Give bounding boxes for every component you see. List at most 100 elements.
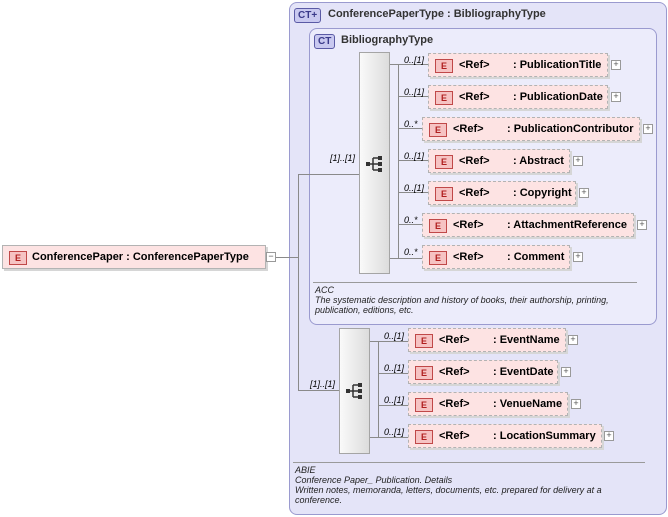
element-cardinality: 0..[1]	[384, 427, 405, 437]
expand-icon[interactable]: +	[579, 188, 589, 198]
sequence-icon	[366, 156, 382, 172]
collapse-icon[interactable]: −	[266, 252, 276, 262]
element-name: : VenueName	[493, 398, 563, 410]
inner-sequence-compositor[interactable]	[359, 52, 390, 274]
element-icon: E	[435, 155, 453, 169]
outer-fan-branch	[378, 405, 408, 406]
expand-icon[interactable]: +	[573, 156, 583, 166]
ref-element-location-summary[interactable]: E <Ref> : LocationSummary	[408, 424, 602, 448]
outer-type-title: ConferencePaperType : BibliographyType	[328, 8, 546, 20]
root-element-conference-paper[interactable]: E ConferencePaper : ConferencePaperType	[2, 245, 266, 269]
inner-sequence-fan	[398, 64, 399, 258]
inner-fan-branch	[398, 160, 428, 161]
element-icon: E	[435, 91, 453, 105]
element-icon: E	[9, 251, 27, 265]
expand-icon[interactable]: +	[611, 92, 621, 102]
outer-note-separator	[293, 462, 645, 463]
expand-icon[interactable]: +	[573, 252, 583, 262]
note-line: The systematic description and history o…	[315, 295, 609, 305]
ref-tag: <Ref>	[459, 187, 490, 199]
ref-tag: <Ref>	[459, 155, 490, 167]
element-cardinality: 0..[1]	[404, 151, 425, 161]
sequence-cardinality: [1]..[1]	[330, 153, 356, 163]
expand-icon[interactable]: +	[568, 335, 578, 345]
element-cardinality: 0..*	[404, 215, 418, 225]
ref-tag: <Ref>	[439, 398, 470, 410]
connector-to-inner-sequence	[298, 174, 359, 175]
expand-icon[interactable]: +	[561, 367, 571, 377]
outer-sequence-compositor[interactable]	[339, 328, 370, 454]
outer-note: ABIE Conference Paper_ Publication. Deta…	[295, 465, 655, 505]
element-cardinality: 0..[1]	[404, 87, 425, 97]
complex-type-badge: CT	[314, 34, 336, 49]
note-line: ACC	[315, 285, 335, 295]
note-line: Written notes, memoranda, letters, docum…	[295, 485, 602, 495]
element-cardinality: 0..[1]	[404, 183, 425, 193]
complex-type-extension-badge: CT+	[294, 8, 322, 23]
element-icon: E	[415, 398, 433, 412]
ref-tag: <Ref>	[453, 251, 484, 263]
ref-element-publication-contributor[interactable]: E <Ref> : PublicationContributor	[422, 117, 640, 141]
ref-tag: <Ref>	[459, 91, 490, 103]
ref-element-publication-date[interactable]: E <Ref> : PublicationDate	[428, 85, 608, 109]
element-icon: E	[415, 366, 433, 380]
ref-element-event-date[interactable]: E <Ref> : EventDate	[408, 360, 558, 384]
element-icon: E	[429, 219, 447, 233]
element-cardinality: 0..[1]	[384, 331, 405, 341]
element-icon: E	[429, 251, 447, 265]
expand-icon[interactable]: +	[604, 431, 614, 441]
element-cardinality: 0..*	[404, 119, 418, 129]
ref-tag: <Ref>	[439, 430, 470, 442]
inner-fan-branch	[388, 64, 428, 65]
ref-tag: <Ref>	[459, 59, 490, 71]
ref-element-abstract[interactable]: E <Ref> : Abstract	[428, 149, 570, 173]
ref-element-copyright[interactable]: E <Ref> : Copyright	[428, 181, 576, 205]
element-name: : Abstract	[513, 155, 564, 167]
note-line: publication, editions, etc.	[315, 305, 414, 315]
ref-element-publication-title[interactable]: E <Ref> : PublicationTitle	[428, 53, 608, 77]
element-name: : PublicationDate	[513, 91, 603, 103]
sequence-cardinality: [1]..[1]	[310, 379, 336, 389]
outer-fan-branch	[378, 373, 408, 374]
element-name: : Copyright	[513, 187, 572, 199]
element-cardinality: 0..[1]	[404, 55, 425, 65]
expand-icon[interactable]: +	[571, 399, 581, 409]
ref-tag: <Ref>	[439, 366, 470, 378]
outer-fan-branch	[368, 341, 408, 342]
inner-note: ACC The systematic description and histo…	[315, 285, 645, 315]
ref-tag: <Ref>	[453, 123, 484, 135]
ref-element-event-name[interactable]: E <Ref> : EventName	[408, 328, 566, 352]
element-cardinality: 0..[1]	[384, 363, 405, 373]
element-name: : Comment	[507, 251, 565, 263]
inner-fan-branch	[398, 96, 428, 97]
inner-fan-branch	[398, 192, 428, 193]
expand-icon[interactable]: +	[643, 124, 653, 134]
ref-element-attachment-reference[interactable]: E <Ref> : AttachmentReference	[422, 213, 634, 237]
outer-fan-branch	[368, 437, 408, 438]
element-name: : PublicationContributor	[507, 123, 634, 135]
element-cardinality: 0..*	[404, 247, 418, 257]
element-icon: E	[415, 334, 433, 348]
connector-trunk	[298, 174, 299, 390]
ref-element-venue-name[interactable]: E <Ref> : VenueName	[408, 392, 568, 416]
outer-sequence-fan	[378, 341, 379, 437]
note-line: Conference Paper_ Publication. Details	[295, 475, 453, 485]
ref-element-comment[interactable]: E <Ref> : Comment	[422, 245, 570, 269]
inner-fan-branch	[398, 128, 422, 129]
connector-to-outer-sequence	[298, 390, 339, 391]
element-name: : EventDate	[493, 366, 554, 378]
element-icon: E	[435, 59, 453, 73]
element-name: : LocationSummary	[493, 430, 596, 442]
connector-root-to-type	[276, 257, 298, 258]
expand-icon[interactable]: +	[637, 220, 647, 230]
ref-tag: <Ref>	[439, 334, 470, 346]
note-line: conference.	[295, 495, 343, 505]
element-name: : AttachmentReference	[507, 219, 628, 231]
root-element-label: ConferencePaper : ConferencePaperType	[32, 251, 249, 263]
expand-icon[interactable]: +	[611, 60, 621, 70]
inner-fan-branch	[398, 224, 422, 225]
ref-tag: <Ref>	[453, 219, 484, 231]
element-icon: E	[415, 430, 433, 444]
element-icon: E	[435, 187, 453, 201]
element-name: : EventName	[493, 334, 560, 346]
